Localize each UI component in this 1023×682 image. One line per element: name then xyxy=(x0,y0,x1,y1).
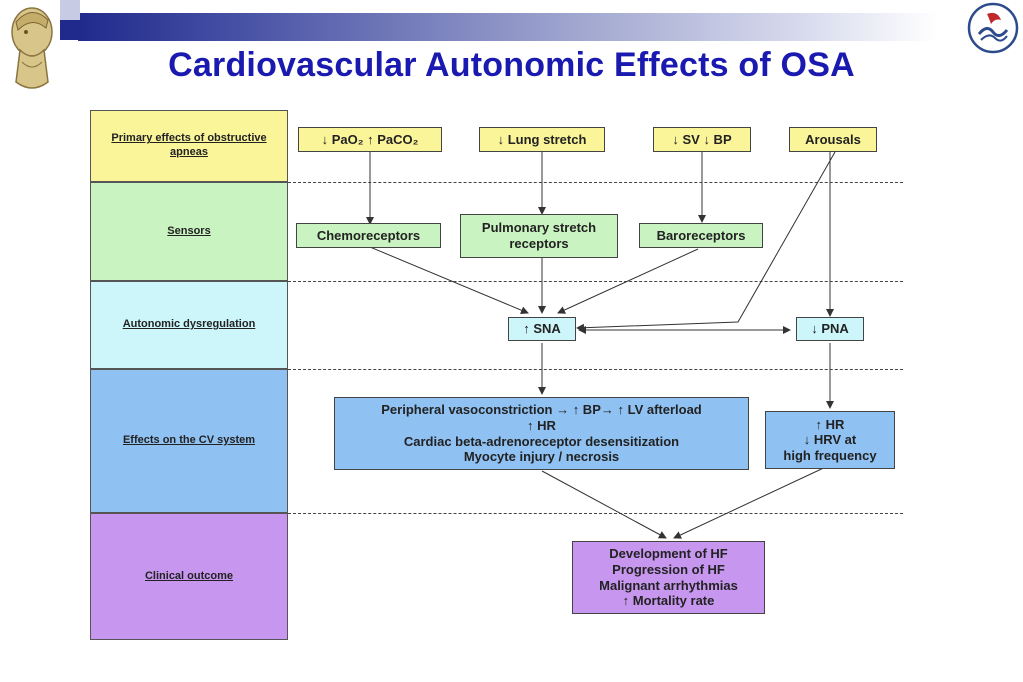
row-divider xyxy=(288,182,903,183)
row-label-outcome: Clinical outcome xyxy=(90,513,288,640)
outcome-line: ↑ Mortality rate xyxy=(622,593,715,609)
sna-effect-line: Peripheral vasoconstriction → ↑ BP→ ↑ LV… xyxy=(381,402,702,418)
box-baroreceptors: Baroreceptors xyxy=(639,223,763,248)
box-pna-effects: ↑ HR ↓ HRV at high frequency xyxy=(765,411,895,469)
box-pna: ↓ PNA xyxy=(796,317,864,341)
university-logo-icon xyxy=(967,2,1019,54)
sna-effect-line: Myocyte injury / necrosis xyxy=(463,449,620,465)
pna-effect-line: ↓ HRV at xyxy=(803,432,857,448)
row-label-primary: Primary effects of obstructive apneas xyxy=(90,110,288,182)
row-label-sensors: Sensors xyxy=(90,182,288,281)
box-pulmonary-receptors: Pulmonary stretch receptors xyxy=(460,214,618,258)
header-square-light xyxy=(60,0,80,20)
outcome-line: Progression of HF xyxy=(612,561,725,577)
pna-effect-line: high frequency xyxy=(783,447,877,463)
flow-diagram: Primary effects of obstructive apneas Se… xyxy=(90,110,905,640)
box-clinical-outcome: Development of HF Progression of HF Mali… xyxy=(572,541,765,614)
row-label-autonomic: Autonomic dysregulation xyxy=(90,281,288,369)
row-divider xyxy=(288,281,903,282)
box-sna-effects: Peripheral vasoconstriction → ↑ BP→ ↑ LV… xyxy=(334,397,749,470)
box-chemoreceptors: Chemoreceptors xyxy=(296,223,441,248)
row-divider xyxy=(288,513,903,514)
outcome-line: Malignant arrhythmias xyxy=(599,577,738,593)
header-gradient-bar xyxy=(78,13,938,41)
box-arousals: Arousals xyxy=(789,127,877,152)
sna-effect-line: Cardiac beta-adrenoreceptor desensitizat… xyxy=(403,433,680,449)
box-sv-bp: ↓ SV ↓ BP xyxy=(653,127,751,152)
slide-title: Cardiovascular Autonomic Effects of OSA xyxy=(168,46,855,84)
box-sna: ↑ SNA xyxy=(508,317,576,341)
outcome-line: Development of HF xyxy=(609,546,728,562)
connector-arrows xyxy=(366,151,836,539)
sna-effect-line: ↑ HR xyxy=(527,417,556,433)
header-square-dark xyxy=(60,20,80,40)
box-gases: ↓ PaO₂ ↑ PaCO₂ xyxy=(298,127,442,152)
pna-effect-line: ↑ HR xyxy=(815,416,845,432)
athena-logo-icon xyxy=(11,7,53,89)
row-label-cv-effects: Effects on the CV system xyxy=(90,369,288,513)
row-divider xyxy=(288,369,903,370)
box-lung-stretch: ↓ Lung stretch xyxy=(479,127,605,152)
